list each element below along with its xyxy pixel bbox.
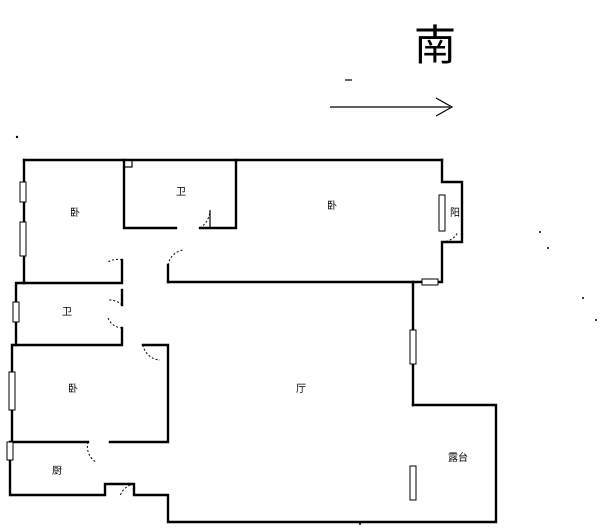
wall-outer-left-bottom xyxy=(8,281,498,524)
label-balcony: 阳 xyxy=(450,207,460,219)
label-bedroom-top-right: 卧 xyxy=(327,199,337,212)
scan-specks xyxy=(15,135,597,525)
speck xyxy=(547,247,549,249)
compass-label: 南 xyxy=(414,21,456,70)
window-terrace xyxy=(409,465,417,501)
windows xyxy=(6,181,446,501)
speck xyxy=(359,523,361,525)
doors xyxy=(86,209,459,497)
window-living-right xyxy=(409,329,417,365)
label-bath-top: 卫 xyxy=(176,187,186,198)
window-bedroom-left xyxy=(8,371,16,411)
wall-right xyxy=(411,158,464,407)
window-bath-left xyxy=(12,301,20,323)
speck xyxy=(595,319,597,321)
room-labels: 卧 卫 卧 阳 卫 卧 厅 厨 露台 xyxy=(52,187,468,477)
walls xyxy=(8,158,498,524)
label-living-room: 厅 xyxy=(296,384,306,395)
speck xyxy=(582,297,584,299)
label-bedroom-left: 卧 xyxy=(68,382,78,395)
wall-bedroom-left xyxy=(108,343,170,444)
wall-bath-left-bottom xyxy=(14,326,124,347)
window-bedroom-tl-2 xyxy=(19,221,27,257)
window-kitchen xyxy=(6,441,14,461)
wall-bath-top-right xyxy=(198,158,238,230)
compass-arrow-head xyxy=(435,97,454,117)
label-bedroom-top-left: 卧 xyxy=(70,206,80,219)
door-bath-left xyxy=(107,299,123,306)
wall-bath-top-left xyxy=(122,158,178,230)
door-bath-top xyxy=(199,209,211,229)
window-balcony xyxy=(438,194,446,232)
window-corridor xyxy=(421,278,439,286)
door-balcony xyxy=(441,231,459,243)
speck xyxy=(539,231,541,233)
label-terrace: 露台 xyxy=(448,451,468,464)
compass: 南 xyxy=(330,21,456,117)
speck xyxy=(15,135,19,139)
door-kitchen xyxy=(86,441,97,463)
label-bath-left: 卫 xyxy=(62,307,72,318)
door-corridor xyxy=(167,249,184,266)
wall-bedroom-tl-bottom xyxy=(22,258,124,285)
door-entry xyxy=(119,483,135,497)
door-bath-left-2 xyxy=(107,317,123,329)
window-bedroom-tl-1 xyxy=(19,181,27,203)
door-bedroom-left xyxy=(142,344,161,361)
label-kitchen: 厨 xyxy=(52,465,62,477)
wall-column xyxy=(123,159,133,168)
door-bedroom-tl xyxy=(107,258,123,263)
